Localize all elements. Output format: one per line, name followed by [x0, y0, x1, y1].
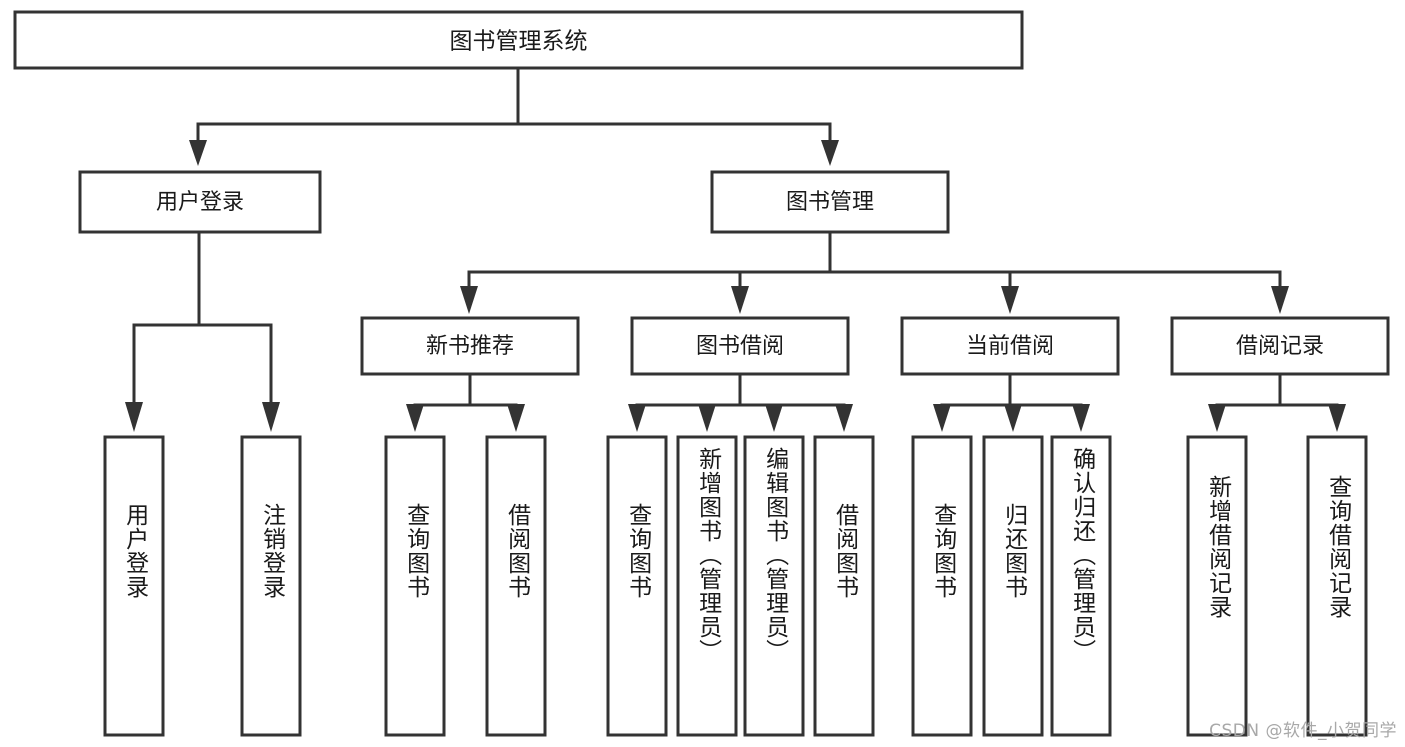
arrow-root-to-userlogin: [189, 140, 207, 166]
node-current-borrow-box[interactable]: [900, 316, 1120, 376]
arrow-borrow-to-leaf4: [835, 404, 853, 432]
arrow-records-to-leaf1: [1208, 404, 1226, 432]
node-new-book-recommend-label: 新书推荐: [426, 334, 514, 359]
arrow-current-to-leaf3: [1072, 404, 1090, 432]
node-book-management-box[interactable]: [710, 170, 950, 234]
leaf-box-borrow-book-new[interactable]: [485, 435, 547, 737]
leaf-box-query-book-borrow[interactable]: [606, 435, 668, 737]
connector-group-current: [933, 372, 1090, 432]
leaf-box-user-login[interactable]: [103, 435, 165, 737]
arrow-borrow-to-leaf3: [765, 404, 783, 432]
arrow-records-to-leaf2: [1328, 404, 1346, 432]
node-root-box[interactable]: [13, 10, 1024, 70]
node-root[interactable]: 图书管理系统: [13, 10, 1024, 70]
node-borrow-records-label: 借阅记录: [1236, 334, 1324, 359]
leaf-box-confirm-return-admin[interactable]: [1050, 435, 1112, 737]
arrow-current-to-leaf1: [933, 404, 951, 432]
node-new-book-recommend[interactable]: 新书推荐: [360, 316, 580, 376]
arrow-bookmgmt-to-borrow: [731, 286, 749, 314]
arrow-root-to-bookmgmt: [821, 140, 839, 166]
node-root-label: 图书管理系统: [450, 29, 588, 55]
node-user-login[interactable]: 用户登录: [78, 170, 322, 234]
arrow-userlogin-to-leaf1: [125, 402, 143, 432]
arrow-bookmgmt-to-records: [1271, 286, 1289, 314]
connector-group-bookmgmt: [460, 230, 1289, 314]
leaf-box-add-borrow-record[interactable]: [1186, 435, 1248, 737]
leaf-box-query-borrow-record[interactable]: [1306, 435, 1368, 737]
leaf-box-borrow-book[interactable]: [813, 435, 875, 737]
connector-group-records: [1208, 372, 1346, 432]
arrow-borrow-to-leaf2: [698, 404, 716, 432]
leaf-box-query-book-new[interactable]: [384, 435, 446, 737]
arrow-borrow-to-leaf1: [628, 404, 646, 432]
arrow-newbook-to-leaf2: [507, 404, 525, 432]
arrow-current-to-leaf2: [1004, 404, 1022, 432]
node-book-borrow-box[interactable]: [630, 316, 850, 376]
node-user-login-box[interactable]: [78, 170, 322, 234]
leaf-box-query-book-current[interactable]: [911, 435, 973, 737]
node-book-borrow-label: 图书借阅: [696, 334, 784, 359]
connector-group-root: [189, 66, 839, 166]
arrow-bookmgmt-to-newbook: [460, 286, 478, 314]
csdn-watermark: CSDN @软件_小贺同学: [1209, 721, 1397, 741]
node-user-login-label: 用户登录: [156, 190, 244, 215]
connector-group-borrow: [628, 372, 853, 432]
node-current-borrow-label: 当前借阅: [966, 334, 1054, 359]
node-book-management-label: 图书管理: [786, 190, 874, 215]
leaf-box-return-book[interactable]: [982, 435, 1044, 737]
arrow-newbook-to-leaf1: [406, 404, 424, 432]
node-book-management[interactable]: 图书管理: [710, 170, 950, 234]
arrow-bookmgmt-to-current: [1001, 286, 1019, 314]
leaf-box-add-book-admin[interactable]: [676, 435, 738, 737]
node-new-book-recommend-box[interactable]: [360, 316, 580, 376]
arrow-userlogin-to-leaf2: [262, 402, 280, 432]
node-book-borrow[interactable]: 图书借阅: [630, 316, 850, 376]
node-borrow-records-box[interactable]: [1170, 316, 1390, 376]
node-borrow-records[interactable]: 借阅记录: [1170, 316, 1390, 376]
leaf-box-edit-book-admin[interactable]: [743, 435, 805, 737]
connector-group-userlogin: [125, 230, 280, 432]
node-current-borrow[interactable]: 当前借阅: [900, 316, 1120, 376]
leaf-box-logout[interactable]: [240, 435, 302, 737]
connector-group-newbook: [406, 372, 525, 432]
